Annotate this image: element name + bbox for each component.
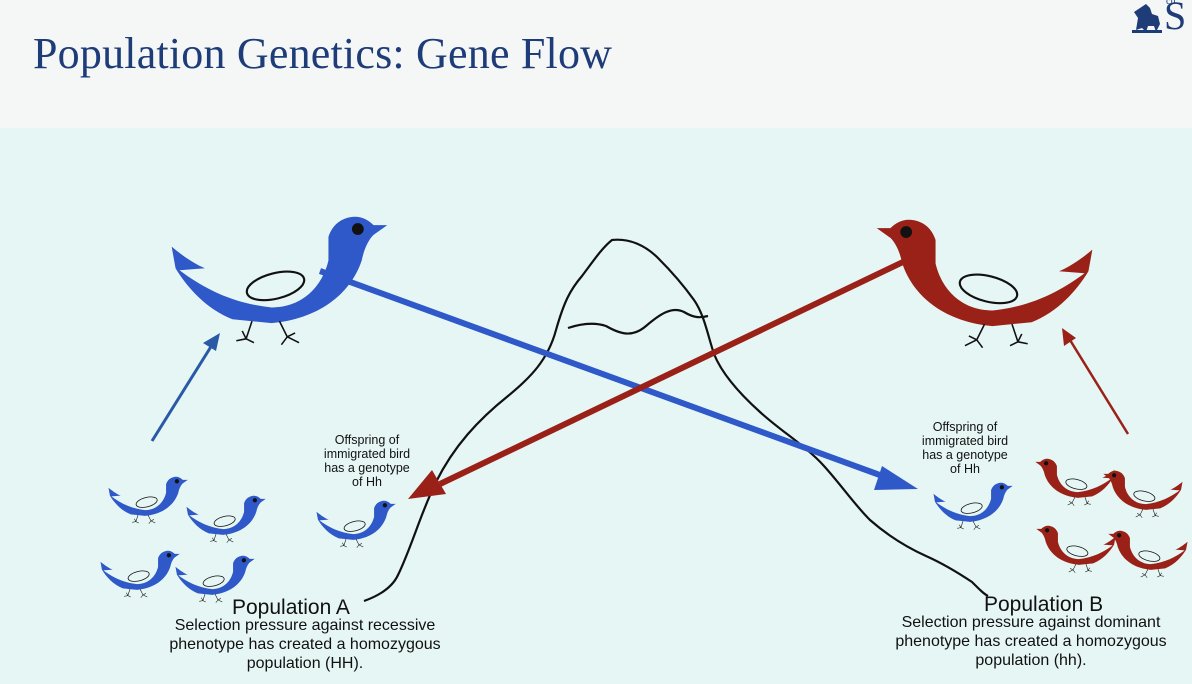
description-line: phenotype has created a homozygous: [169, 636, 441, 653]
bird-icon: [316, 500, 397, 549]
bird-icon: [875, 218, 1094, 349]
offspring-note-b: Offspring of immigrated bird has a genot…: [897, 420, 1033, 476]
bird-icon: [1034, 458, 1115, 507]
note-line: immigrated bird: [921, 434, 1009, 448]
logo-letter: S: [1164, 0, 1187, 36]
description-line: population (hh).: [975, 652, 1087, 669]
note-line: of Hh: [352, 475, 382, 489]
bird-icon: [933, 482, 1014, 531]
bird-icon: [108, 476, 189, 525]
arrow-icon: [318, 247, 930, 499]
description-line: population (HH).: [246, 655, 364, 672]
population-a-description: Selection pressure against recessive phe…: [140, 616, 470, 673]
bird-icon: [186, 495, 267, 544]
bird-icon: [100, 550, 181, 599]
description-line: Selection pressure against dominant: [901, 614, 1161, 631]
population-b-description: Selection pressure against dominant phen…: [868, 613, 1192, 670]
note-line: has a genotype: [324, 461, 410, 475]
description-line: phenotype has created a homozygous: [895, 633, 1167, 650]
slide-title: Population Genetics: Gene Flow: [33, 29, 613, 78]
university-logo: ch S: [1122, 0, 1192, 36]
logo-small-text: ch: [1166, 0, 1176, 7]
description-line: Selection pressure against recessive: [174, 617, 436, 634]
note-line: of Hh: [950, 462, 980, 476]
population-a-label: Population A: [232, 596, 350, 619]
population-b-label: Population B: [984, 593, 1104, 616]
bird-icon: [1102, 470, 1183, 519]
gene-flow-diagram: [100, 215, 1188, 604]
title-band: [0, 0, 1192, 128]
note-line: Offspring of: [932, 420, 998, 434]
horse-logo-icon: [1132, 4, 1162, 33]
note-line: immigrated bird: [323, 447, 411, 461]
note-line: Offspring of: [334, 433, 400, 447]
offspring-note-a: Offspring of immigrated bird has a genot…: [299, 433, 435, 489]
bird-icon: [1035, 525, 1116, 574]
bird-icon: [1107, 530, 1188, 579]
arrow-icon: [150, 328, 1130, 442]
note-line: has a genotype: [922, 448, 1008, 462]
mountain-icon: [363, 238, 989, 603]
